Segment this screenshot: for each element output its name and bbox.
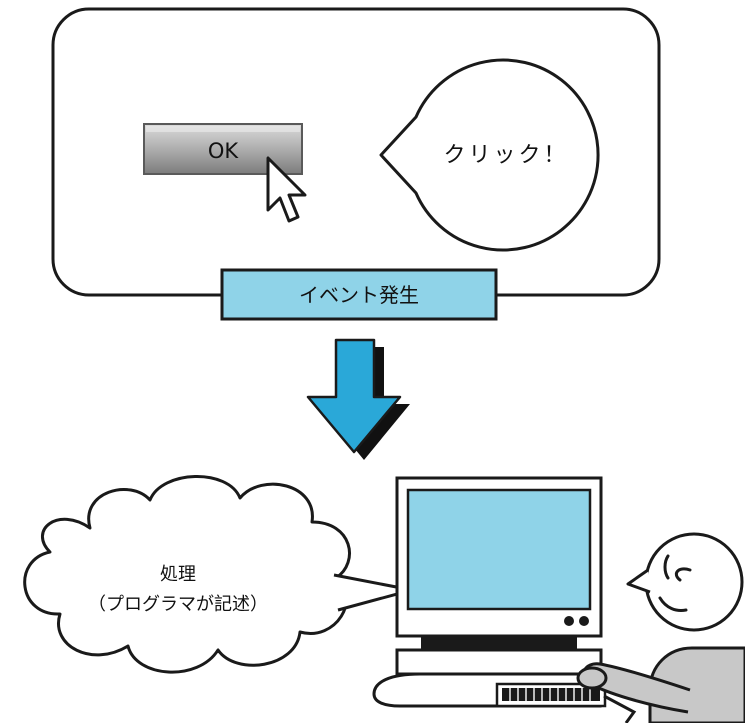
down-arrow-icon <box>306 338 410 460</box>
cloud-text-line2: （プログラマが記述） <box>88 594 268 615</box>
click-speech-bubble: クリック！ <box>379 58 600 252</box>
ok-button-label: OK <box>208 139 240 163</box>
event-label-text: イベント発生 <box>299 283 419 307</box>
person-icon <box>576 532 745 725</box>
mouse-pointer-icon <box>266 156 307 223</box>
computer-monitor-icon <box>372 476 603 708</box>
event-label-tab: イベント発生 <box>220 268 498 321</box>
click-bubble-text: クリック！ <box>443 143 568 168</box>
cloud-text-line1: 処理 <box>160 564 196 585</box>
thought-cloud: 処理 （プログラマが記述） <box>23 475 414 674</box>
